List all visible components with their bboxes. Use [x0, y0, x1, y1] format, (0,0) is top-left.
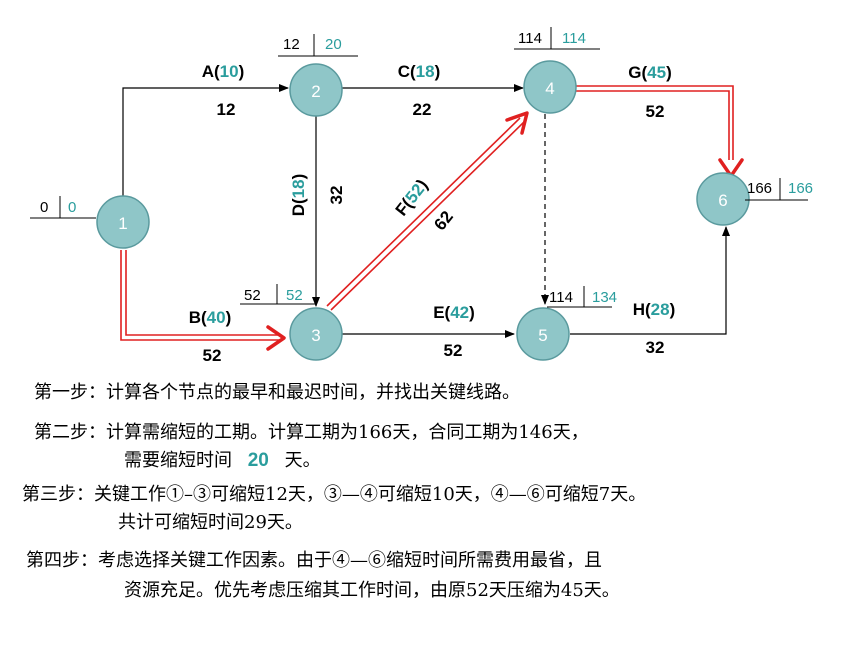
node-5: 5: [516, 307, 570, 361]
step-2-line-1: 第二步：计算需缩短的工期。计算工期为166天，合同工期为146天，: [34, 422, 589, 443]
step-3-line-2: 共计可缩短时间29天。: [118, 512, 303, 533]
step-3-line-1: 第三步：关键工作①–③可缩短12天，③—④可缩短10天，④—⑥可缩短7天。: [22, 484, 647, 505]
critical-3-4: [326, 117, 521, 307]
node-6-early: 166: [747, 180, 772, 197]
activity-H-label: H(28): [633, 300, 676, 319]
node-3-early: 52: [244, 287, 261, 304]
critical-arrowhead-3-4: [505, 111, 529, 135]
activity-D-duration: 32: [327, 186, 346, 205]
critical-arrowhead-1-3: [266, 325, 286, 351]
activity-A-duration: 12: [217, 100, 236, 119]
step-4-line-1: 第四步：考虑选择关键工作因素。由于④—⑥缩短时间所需费用最省，且: [26, 550, 602, 571]
node-1: 1: [96, 195, 150, 249]
node-6: 6: [696, 172, 750, 226]
step-2-suffix: 天。: [284, 450, 321, 471]
activity-E-duration: 52: [444, 341, 463, 360]
timebox-5: 114 134: [547, 286, 617, 308]
activity-F-label: F(52): [392, 176, 432, 220]
node-2-label: 2: [311, 82, 320, 101]
step-2-prefix: 需要缩短时间: [124, 450, 232, 471]
node-5-label: 5: [538, 326, 547, 345]
shorten-days-value: 20: [247, 450, 269, 471]
critical-4-6: [576, 85, 734, 160]
critical-1-3: [120, 250, 280, 341]
node-1-label: 1: [118, 214, 127, 233]
step-1: 第一步：计算各个节点的最早和最迟时间，并找出关键线路。: [34, 382, 520, 403]
timebox-2: 12 20: [278, 34, 358, 57]
node-3-label: 3: [311, 326, 320, 345]
step-2-line-2: 需要缩短时间 20 天。: [124, 446, 321, 472]
network-diagram: 1 2 3 4 5 6 0 0 12 20 52 52 1: [30, 27, 813, 365]
node-4-label: 4: [545, 79, 554, 98]
activity-G-duration: 52: [646, 102, 665, 121]
node-4-early: 114: [518, 30, 542, 47]
node-5-late: 134: [592, 289, 617, 306]
activity-G-label: G(45): [628, 63, 672, 82]
node-3: 3: [289, 307, 343, 361]
activity-F-duration: 62: [430, 207, 457, 234]
node-3-late: 52: [286, 287, 303, 304]
timebox-4: 114 114: [514, 27, 600, 50]
step-4-line-2: 资源充足。优先考虑压缩其工作时间，由原52天压缩为45天。: [124, 580, 620, 601]
activity-C-label: C(18): [398, 62, 441, 81]
node-6-label: 6: [718, 191, 727, 210]
node-4: 4: [523, 60, 577, 114]
node-4-late: 114: [562, 30, 586, 47]
activity-A-label: A(10): [202, 62, 245, 81]
node-1-early: 0: [40, 199, 48, 216]
node-6-late: 166: [788, 180, 813, 197]
activity-H-duration: 32: [646, 338, 665, 357]
critical-path: [120, 85, 734, 341]
activity-E-label: E(42): [433, 303, 475, 322]
activity-D-label: D(18): [289, 174, 308, 217]
activity-B-duration: 52: [203, 346, 222, 365]
node-2: 2: [289, 63, 343, 117]
arrow-5-6: [570, 226, 730, 335]
arrow-1-2: [122, 84, 289, 200]
node-2-early: 12: [283, 36, 300, 53]
timebox-6: 166 166: [745, 178, 813, 201]
activity-B-label: B(40): [189, 308, 232, 327]
activity-C-duration: 22: [413, 100, 432, 119]
node-1-late: 0: [68, 199, 76, 216]
timebox-1: 0 0: [30, 196, 96, 219]
node-5-early: 114: [549, 289, 573, 306]
node-2-late: 20: [325, 36, 342, 53]
timebox-3: 52 52: [240, 284, 315, 305]
